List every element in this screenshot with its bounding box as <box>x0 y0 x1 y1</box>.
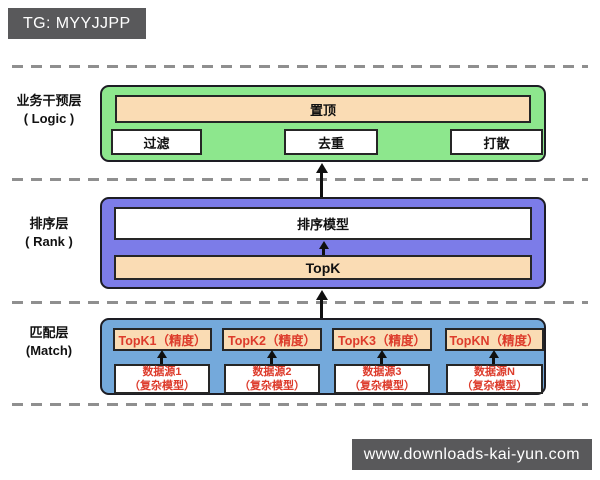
logic-layer-label: 业务干预层 ( Logic ) <box>2 92 96 128</box>
data-source2-box: 数据源2 （复杂模型） <box>224 364 320 394</box>
topk-box: TopK <box>114 255 532 280</box>
scatter-box: 打散 <box>450 129 543 155</box>
dashed-divider-1 <box>12 65 588 68</box>
match-layer-label-en: (Match) <box>25 343 73 359</box>
data-source2-model: （复杂模型） <box>239 380 305 392</box>
data-source3-box: 数据源3 （复杂模型） <box>334 364 430 394</box>
dashed-divider-4 <box>12 403 588 406</box>
watermark-bottom-badge: www.downloads-kai-yun.com <box>351 439 592 470</box>
data-source3-model: （复杂模型） <box>349 380 415 392</box>
data-source1-box: 数据源1 （复杂模型） <box>114 364 210 394</box>
ranking-model-box: 排序模型 <box>114 207 532 240</box>
logic-layer-label-en: ( Logic ) <box>23 111 75 127</box>
data-sourceN-box: 数据源N （复杂模型） <box>446 364 543 394</box>
dashed-divider-2 <box>12 178 588 181</box>
data-sourceN-name: 数据源N <box>474 365 515 378</box>
rank-layer-label-en: ( Rank ) <box>25 234 73 250</box>
match-layer-label: 匹配层 (Match) <box>2 324 96 360</box>
logic-layer-box: 置顶 过滤 去重 打散 <box>100 85 546 162</box>
topk1-precision-box: TopK1（精度） <box>113 328 212 351</box>
match-layer-box: TopK1（精度） TopK2（精度） TopK3（精度） TopKN（精度） … <box>100 318 546 395</box>
dashed-divider-3 <box>12 301 588 304</box>
watermark-top-badge: TG: MYYJJPP <box>8 8 146 39</box>
data-source1-name: 数据源1 <box>142 365 182 378</box>
data-source3-name: 数据源3 <box>362 365 402 378</box>
topkn-precision-box: TopKN（精度） <box>445 328 544 351</box>
filter-box: 过滤 <box>111 129 202 155</box>
pin-top-box: 置顶 <box>115 95 531 123</box>
rank-layer-label: 排序层 ( Rank ) <box>2 215 96 251</box>
topk3-precision-box: TopK3（精度） <box>332 328 432 351</box>
match-layer-label-cn: 匹配层 <box>29 325 69 340</box>
rank-layer-box: 排序模型 TopK <box>100 197 546 289</box>
dedupe-box: 去重 <box>284 129 378 155</box>
logic-layer-label-cn: 业务干预层 <box>16 93 82 108</box>
data-source2-name: 数据源2 <box>252 365 292 378</box>
data-source1-model: （复杂模型） <box>129 380 195 392</box>
topk2-precision-box: TopK2（精度） <box>222 328 322 351</box>
data-sourceN-model: （复杂模型） <box>461 380 528 392</box>
rank-layer-label-cn: 排序层 <box>29 216 69 231</box>
